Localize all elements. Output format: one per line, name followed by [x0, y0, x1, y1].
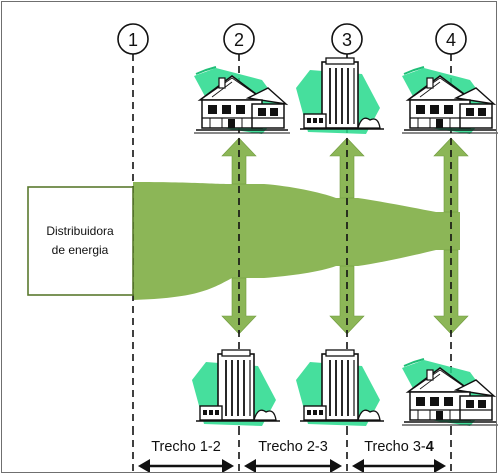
segment-labels: Trecho 1-2 Trecho 2-3 Trecho 3-4 [130, 428, 460, 475]
section-marker-1: 1 [117, 23, 149, 55]
segment-arrow-2-3 [244, 459, 342, 473]
segment-label-3-4-prefix: Trecho 3- [364, 439, 426, 455]
segment-label-3-4-bold: 4 [426, 439, 434, 455]
section-marker-4: 4 [435, 23, 467, 55]
segment-label-2-3: Trecho 2-3 [258, 439, 328, 455]
section-number-4: 4 [446, 30, 456, 50]
distributor-label-line2: de energia [52, 243, 109, 257]
energy-trunk [133, 182, 460, 300]
segment-arrow-1-2 [138, 459, 234, 473]
segment-arrow-3-4 [352, 459, 446, 473]
section-number-3: 3 [342, 30, 352, 50]
section-marker-3: 3 [331, 23, 363, 55]
section-number-1: 1 [128, 30, 138, 50]
flow-arrow-down-4 [433, 249, 469, 335]
distributor-box: Distribuidora de energia [27, 186, 134, 296]
segment-label-1-2: Trecho 1-2 [151, 439, 221, 455]
section-marker-2: 2 [223, 23, 255, 55]
segment-label-3-4: Trecho 3-4 [364, 439, 434, 455]
distributor-label-line1: Distribuidora [46, 224, 114, 238]
flow-arrow-up-2 [221, 137, 257, 185]
section-number-2: 2 [234, 30, 244, 50]
